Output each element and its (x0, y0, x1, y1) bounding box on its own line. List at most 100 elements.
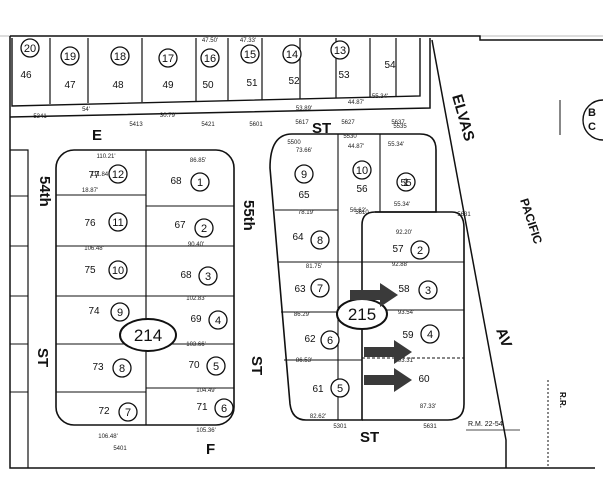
dimension-label: 47.50' (202, 38, 218, 44)
parcel-number-circle (352, 160, 372, 180)
dimension-label: 5601 (249, 122, 263, 128)
parcel-number: 18 (114, 51, 126, 63)
dimension-label: 5610 (355, 210, 369, 216)
dimension-label: 106.48' (98, 434, 118, 440)
parcel-block215_right-2: 459 (402, 324, 440, 344)
parcel-top_parcels-8: 54 (384, 60, 396, 71)
parcel-number-circle (420, 324, 440, 344)
street-label-54th-st: ST (34, 348, 51, 367)
street-label-f: F (206, 441, 215, 458)
dimension-label: 92.88' (392, 262, 408, 268)
parcel-number-circle (200, 48, 220, 68)
edge-letter-c: C (588, 121, 596, 133)
dimension-label: 5421 (201, 122, 215, 128)
lot-number: 69 (190, 314, 202, 325)
parcel-block215_left-4: 561 (312, 378, 350, 398)
parcel-number-circle (410, 240, 430, 260)
dimension-label: 56.62' (350, 208, 366, 214)
street-label-railroad: R.R. (558, 392, 567, 408)
parcel-number: 6 (221, 403, 227, 415)
parcel-block215_left-2: 7 63 (294, 278, 330, 298)
lot-number: 71 (196, 402, 208, 413)
lot-number: 61 (312, 384, 324, 395)
lot-number: 56 (356, 184, 368, 195)
parcel-number-circle (198, 266, 218, 286)
block-214-label: 214 (119, 318, 177, 352)
parcel-block215_upper-1: 155 (396, 172, 416, 192)
lot-number: 54 (384, 60, 396, 71)
parcel-number-circle (20, 38, 40, 58)
parcel-number-circle (108, 164, 128, 184)
parcel-number: 15 (244, 49, 256, 61)
parcel-number: 1 (197, 177, 203, 189)
dimension-label: 54' (82, 107, 90, 113)
parcel-number-circle (240, 44, 260, 64)
lot-number: 70 (188, 360, 200, 371)
dimension-label: 55.34' (372, 94, 388, 100)
parcel-number: 2 (201, 223, 207, 235)
parcel-number: 2 (417, 245, 423, 257)
lot-number: 49 (162, 80, 174, 91)
parcel-number-circle (208, 310, 228, 330)
parcel-number-circle (118, 402, 138, 422)
dimension-label: 92.20' (396, 230, 412, 236)
parcel-number: 6 (327, 335, 333, 347)
highlight-arrow (350, 283, 398, 307)
highlight-arrows (350, 283, 412, 392)
block-215-label: 215 (336, 298, 388, 330)
dimension-label: 30.79' (160, 113, 176, 119)
dimension-label: 55.34' (394, 202, 410, 208)
parcel-number-circle (108, 212, 128, 232)
dimension-label: 44.87' (348, 100, 364, 106)
dimension-label: 93.31' (398, 358, 414, 364)
lot-number: 51 (246, 78, 258, 89)
block-214 (55, 149, 235, 426)
dimension-label: 44.87' (348, 144, 364, 150)
lot-number: 63 (294, 284, 306, 295)
parcel-number: 7 (317, 283, 323, 295)
parcel-block215_right-0: 257 (392, 240, 430, 260)
parcel-number: 9 (117, 307, 123, 319)
lot-number: 46 (20, 70, 32, 81)
dimension-label: 5617 (295, 120, 309, 126)
edge-letter-b: B (588, 107, 596, 119)
parcel-number: 1 (403, 177, 409, 189)
block-215 (269, 133, 465, 421)
parcel-number-circle (330, 40, 350, 60)
parcel-number: 3 (205, 271, 211, 283)
parcel-number-circle (418, 280, 438, 300)
reference-label: R.M. 22-54 (468, 421, 503, 428)
parcel-number-circle (206, 356, 226, 376)
parcel-number: 10 (356, 165, 368, 177)
lot-number: 73 (92, 362, 104, 373)
lot-number: 64 (292, 232, 304, 243)
elvas-street-edge (9, 38, 431, 118)
dimension-label: 5401 (113, 446, 127, 452)
lot-number: 50 (202, 80, 214, 91)
parcel-number-circle (190, 172, 210, 192)
parcel-labels: 2046194718481749165015511452135354127711… (20, 38, 440, 422)
dimension-label: 5500 (287, 140, 301, 146)
parcel-number: 4 (215, 315, 221, 327)
dimension-label: 5637 (391, 120, 405, 126)
parcel-number: 20 (24, 43, 36, 55)
dimension-label: 102.83' (186, 296, 206, 302)
lot-number: 55 (400, 178, 412, 189)
highlight-arrow (364, 368, 412, 392)
parcel-number-circle (112, 358, 132, 378)
parcel-block214_right-5: 6 71 (196, 398, 234, 418)
dimension-label: 5535 (393, 124, 407, 130)
dimension-label: 53.89' (296, 106, 312, 112)
parcel-number: 8 (317, 235, 323, 247)
street-label-55th-st: ST (248, 356, 265, 375)
parcel-number: 16 (204, 53, 216, 65)
parcel-block214_left-3: 974 (88, 302, 130, 322)
parcel-number-circle (294, 164, 314, 184)
dimension-label: 82.62' (310, 414, 326, 420)
street-label-av: AV (492, 326, 515, 350)
